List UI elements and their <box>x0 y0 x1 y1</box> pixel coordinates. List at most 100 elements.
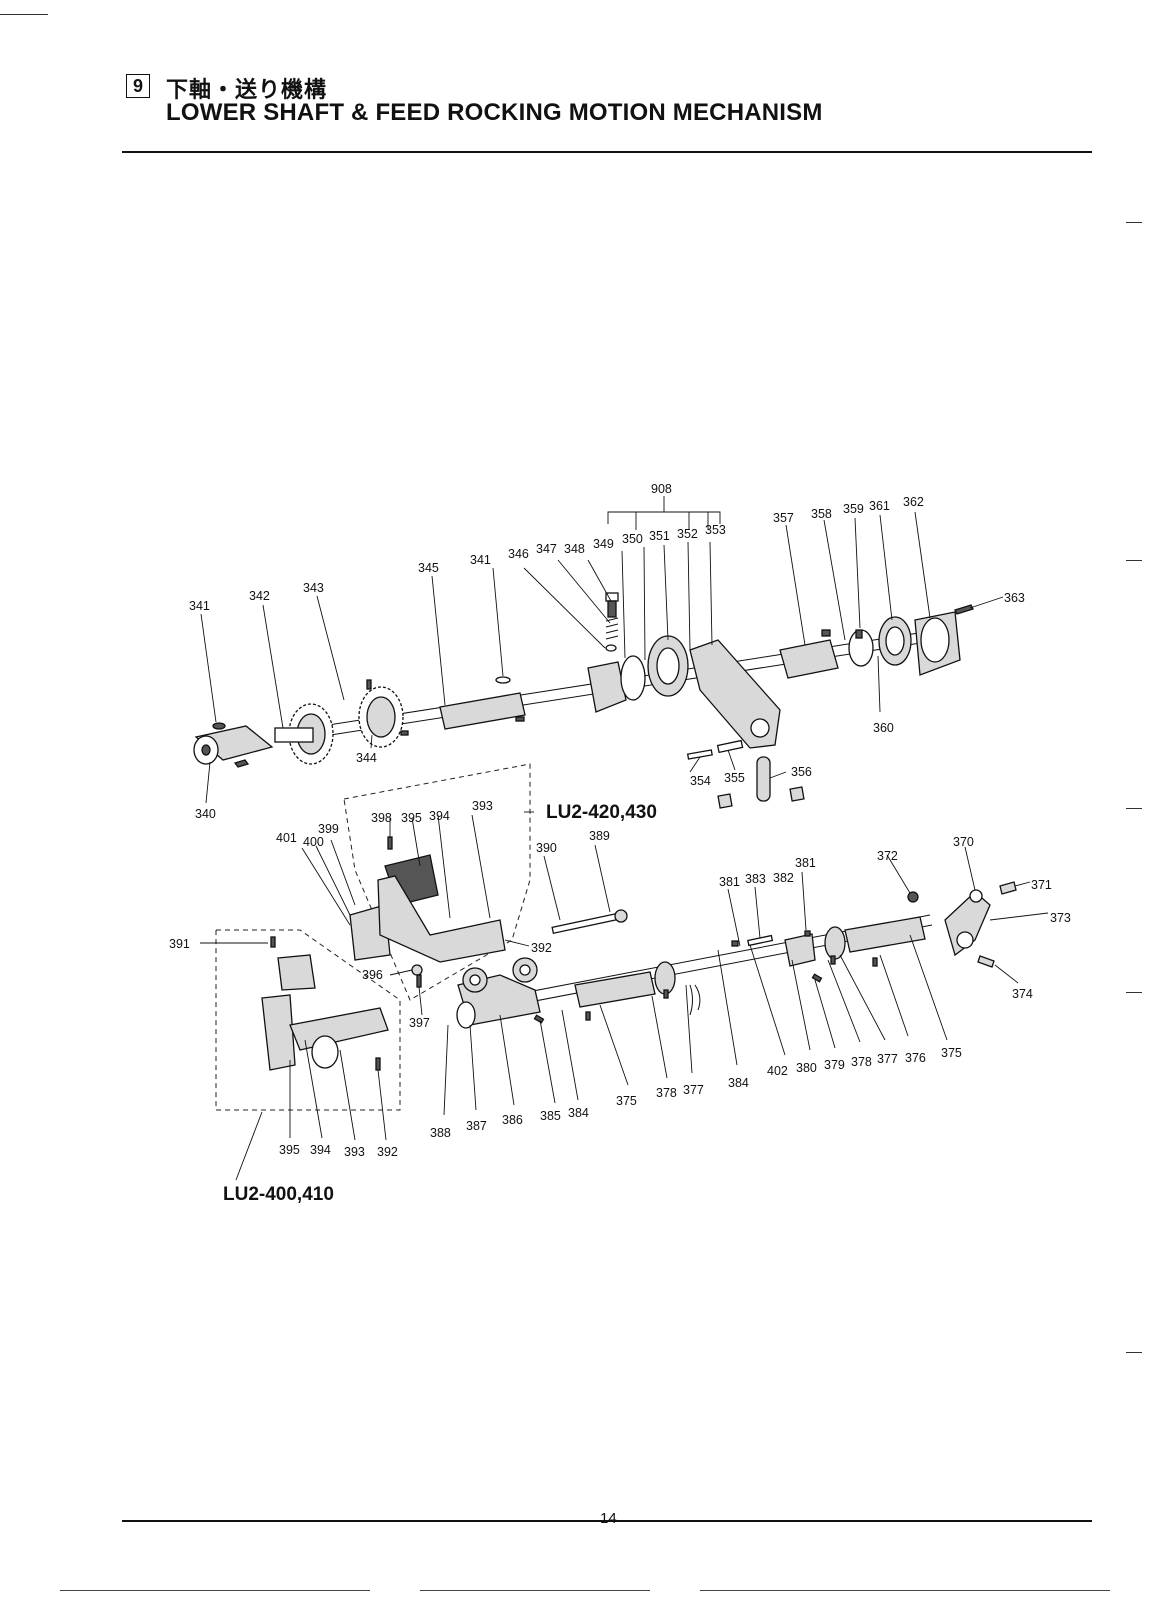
label-389: 389 <box>589 829 610 843</box>
label-343: 343 <box>303 581 324 595</box>
label-371: 371 <box>1031 878 1052 892</box>
label-375-left: 375 <box>616 1094 637 1108</box>
part-341-oil-cap <box>495 676 511 684</box>
label-357: 357 <box>773 511 794 525</box>
page-number: 14 <box>600 1510 617 1527</box>
label-396: 396 <box>362 968 383 982</box>
label-349: 349 <box>593 537 614 551</box>
margin-mark <box>1126 560 1142 561</box>
part-378-collar <box>654 961 676 995</box>
label-347: 347 <box>536 542 557 556</box>
part-345-bushing <box>439 692 526 730</box>
label-361: 361 <box>869 499 890 513</box>
label-392-a: 392 <box>531 941 552 955</box>
label-401: 401 <box>276 831 297 845</box>
margin-mark <box>1126 992 1142 993</box>
label-393-a: 393 <box>472 799 493 813</box>
top-corner-mark <box>0 14 48 15</box>
part-342-gear <box>274 703 334 765</box>
label-372: 372 <box>877 849 898 863</box>
label-340: 340 <box>195 807 216 821</box>
label-362: 362 <box>903 495 924 509</box>
part-377-spring <box>689 984 701 1016</box>
label-908: 908 <box>651 482 672 496</box>
label-397: 397 <box>409 1016 430 1030</box>
footer-scan-line <box>60 1590 370 1591</box>
part-374-stud <box>977 955 995 968</box>
label-375-right: 375 <box>941 1046 962 1060</box>
part-355-pin <box>716 739 744 754</box>
label-402: 402 <box>767 1064 788 1078</box>
label-385: 385 <box>540 1109 561 1123</box>
part-346-ball <box>605 644 617 652</box>
label-355: 355 <box>724 771 745 785</box>
part-376-bushing <box>844 916 926 953</box>
label-387: 387 <box>466 1119 487 1133</box>
part-396-nut <box>411 964 423 976</box>
part-375-bushing <box>574 971 656 1008</box>
label-378-right: 378 <box>851 1055 872 1069</box>
part-357-bushing <box>779 639 839 679</box>
label-358: 358 <box>811 507 832 521</box>
label-392-b: 392 <box>377 1145 398 1159</box>
part-347-spring <box>605 617 619 640</box>
part-354-pin <box>686 749 713 760</box>
label-393-b: 393 <box>344 1145 365 1159</box>
label-390: 390 <box>536 841 557 855</box>
page-title-japanese: 下軸・送り機構 <box>166 78 328 103</box>
header-divider <box>122 151 1092 153</box>
label-394-a: 394 <box>429 809 450 823</box>
footer-scan-line <box>420 1590 650 1591</box>
part-389-shaft <box>551 912 623 934</box>
label-381-right: 381 <box>795 856 816 870</box>
label-378-left: 378 <box>656 1086 677 1100</box>
leader-lines <box>200 496 1049 1181</box>
label-388: 388 <box>430 1126 451 1140</box>
label-341-mid: 341 <box>470 553 491 567</box>
part-372-nut <box>907 891 919 903</box>
label-377-right: 377 <box>877 1052 898 1066</box>
label-348: 348 <box>564 542 585 556</box>
label-363: 363 <box>1004 591 1025 605</box>
part-397-screw <box>416 974 422 988</box>
label-383: 383 <box>745 872 766 886</box>
label-354: 354 <box>690 774 711 788</box>
part-371-screw <box>999 881 1017 895</box>
label-345: 345 <box>418 561 439 575</box>
part-number-labels: 908 340 341 342 343 344 345 341 346 347 … <box>169 482 1071 1205</box>
part-363-screw <box>954 604 974 615</box>
label-379: 379 <box>824 1058 845 1072</box>
label-386: 386 <box>502 1113 523 1127</box>
part-340-coupling <box>193 725 274 765</box>
label-395-a: 395 <box>401 811 422 825</box>
label-400: 400 <box>303 835 324 849</box>
part-393-feed-bar <box>377 875 506 963</box>
part-392-screw-b <box>375 1057 381 1071</box>
footer-divider <box>122 1520 1092 1522</box>
section-number-box: 9 <box>126 74 150 98</box>
label-380: 380 <box>796 1061 817 1075</box>
label-350: 350 <box>622 532 643 546</box>
part-348-screw <box>605 592 619 602</box>
margin-mark <box>1126 808 1142 809</box>
label-342: 342 <box>249 589 270 603</box>
page-title: LOWER SHAFT & FEED ROCKING MOTION MECHAN… <box>166 99 823 126</box>
label-346: 346 <box>508 547 529 561</box>
label-374: 374 <box>1012 987 1033 1001</box>
label-344: 344 <box>356 751 377 765</box>
label-373: 373 <box>1050 911 1071 925</box>
label-384-right: 384 <box>728 1076 749 1090</box>
label-399: 399 <box>318 822 339 836</box>
variant-b-inset <box>215 929 401 1111</box>
label-353: 353 <box>705 523 726 537</box>
margin-mark <box>1126 222 1142 223</box>
part-380-crank <box>784 933 816 967</box>
model-label-lu2-420-430: LU2-420,430 <box>546 802 657 823</box>
part-382-pin <box>747 934 774 947</box>
label-370: 370 <box>953 835 974 849</box>
part-908-feed-eccentric <box>587 635 781 749</box>
model-label-lu2-400-410: LU2-400,410 <box>223 1184 334 1205</box>
feed-rock-shaft-assembly <box>456 881 1017 1029</box>
footer-scan-line <box>700 1590 1110 1591</box>
